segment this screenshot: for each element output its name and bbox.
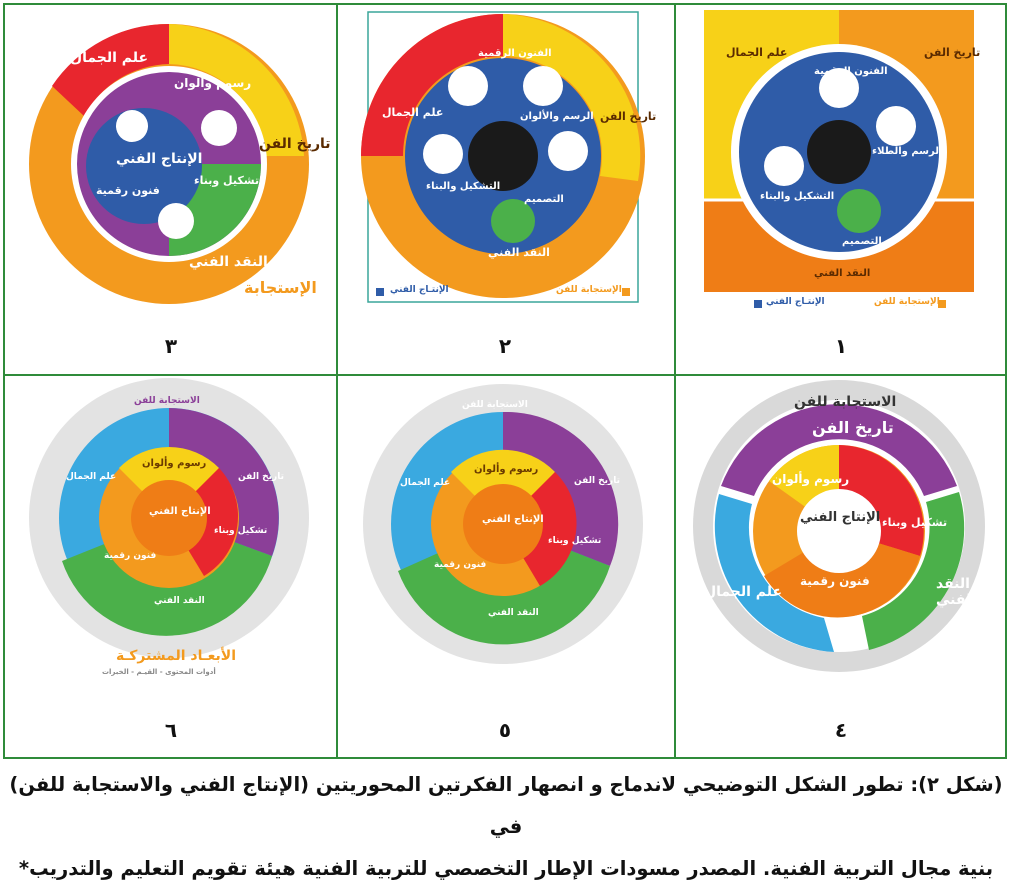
label-aesthetics: علم الجمال	[70, 50, 149, 66]
label-forming: التشكيل والبناء	[426, 181, 501, 192]
label-art-production: الإنتاج الفني	[116, 151, 203, 167]
figure-number: ٥	[498, 718, 512, 742]
column-divider	[336, 5, 338, 757]
label-art-criticism: النقد الفني	[488, 608, 539, 618]
label-forming: التشكيل والبناء	[760, 191, 835, 202]
label-response: الاستجابة للفن	[794, 394, 897, 410]
legend-production: الإنتـاج الفني	[390, 285, 449, 295]
label-aesthetics: علم الجمال	[400, 478, 451, 488]
legend-response: الإستجابة للفن	[874, 297, 940, 307]
label-aesthetics: علم الجمال	[66, 472, 117, 482]
label-art-history: تاريخ الفن	[600, 110, 657, 123]
label-shared-dimensions-sub: أدوات المحتوى - القيـم - الخبرات	[102, 668, 216, 676]
label-digital: فنون رقمية	[434, 560, 487, 570]
column-divider	[674, 5, 676, 757]
label-art-history: تاريخ الفن	[924, 46, 981, 59]
figure-number: ٤	[834, 718, 848, 742]
label-response: الاستجابة للفن	[134, 396, 200, 406]
figure-number: ٦	[164, 718, 178, 742]
label-art-history: تاريخ الفن	[812, 418, 894, 437]
label-forming: تشكيل وبناء	[882, 516, 948, 529]
diagram-4: الاستجابة للفن تاريخ الفن الإنتاج الفني …	[674, 376, 1008, 752]
label-drawing: الرسم والألوان	[520, 111, 594, 122]
label-aesthetics: علم الجمال	[704, 584, 783, 600]
label-digital: فنون رقمية	[104, 551, 157, 561]
figure-number: ٣	[164, 334, 178, 358]
diagram-2: علم الجمال تاريخ الفن النقد الفني الرسم …	[338, 6, 672, 382]
label-art-production: الإنتاج الفني	[149, 506, 211, 517]
label-response: الإستجابة	[244, 278, 317, 297]
label-art-criticism: النقد الفني	[154, 596, 205, 606]
figure-number: ٢	[498, 334, 512, 358]
label-design: التصميم	[524, 194, 564, 205]
caption-line-2: بنية مجال التربية الفنية. المصدر مسودات …	[18, 857, 994, 880]
label-forming: تشكيل وبناء	[548, 536, 602, 546]
diagram-3: علم الجمال تاريخ الفن رسوم وألوان الإنتا…	[4, 6, 338, 382]
label-art-criticism: النقد الفني	[189, 254, 268, 270]
label-aesthetics: علم الجمال	[726, 46, 788, 59]
label-art-history: تاريخ الفن	[259, 136, 331, 152]
caption-line-1: (شكل ٢): تطور الشكل التوضيحي لاندماج و ا…	[9, 773, 1003, 838]
label-digital: فنون رقمية	[800, 574, 870, 588]
label-response: الاستجابة للفن	[462, 400, 528, 410]
figure-number: ١	[834, 334, 848, 358]
legend-response: الإستجابة للفن	[556, 285, 622, 295]
label-drawing-colors: رسوم وألوان	[474, 464, 539, 475]
label-drawing-colors: رسوم وألوان	[174, 76, 252, 90]
figure-frame	[3, 3, 1007, 759]
label-shared-dimensions: الأبعـاد المشتركـة	[116, 648, 237, 664]
diagram-5: الاستجابة للفن الإنتاج الفني رسوم وألوان…	[338, 376, 672, 752]
legend-production: الإنتـاج الفني	[766, 297, 825, 307]
figure-caption: (شكل ٢): تطور الشكل التوضيحي لاندماج و ا…	[6, 764, 1006, 890]
label-drawing: الرسم والطلاء	[872, 146, 943, 157]
label-forming: تشكيل وبناء	[214, 526, 268, 536]
label-art-criticism: النقد الفني	[488, 246, 550, 259]
label-drawing-colors: رسوم وألوان	[772, 472, 850, 486]
label-digital-arts: فنون رقمية	[96, 184, 160, 197]
diagram-6: الاستجابة للفن الإنتاج الفني رسوم وألوان…	[4, 376, 338, 752]
label-art-production: الإنتاج الفني	[482, 514, 544, 525]
label-aesthetics: علم الجمال	[382, 106, 444, 119]
label-art-criticism: النقد الفني	[814, 268, 871, 279]
label-design: التصميم	[842, 236, 882, 247]
label-drawing-colors: رسوم وألوان	[142, 458, 207, 469]
label-art-history: تاريخ الفن	[574, 476, 620, 486]
label-digital: الفنون الرقمية	[814, 66, 888, 77]
label-art-production: الإنتاج الفني	[800, 510, 881, 525]
label-art-criticism: النقد الفني	[936, 576, 977, 608]
diagram-1: علم الجمال تاريخ الفن الفنون الرقمية الر…	[674, 6, 1008, 382]
label-forming-building: تشكيل وبناء	[194, 174, 260, 187]
label-art-history: تاريخ الفن	[238, 472, 284, 482]
row-divider	[5, 374, 1005, 376]
label-digital: الفنون الرقمية	[478, 48, 552, 59]
